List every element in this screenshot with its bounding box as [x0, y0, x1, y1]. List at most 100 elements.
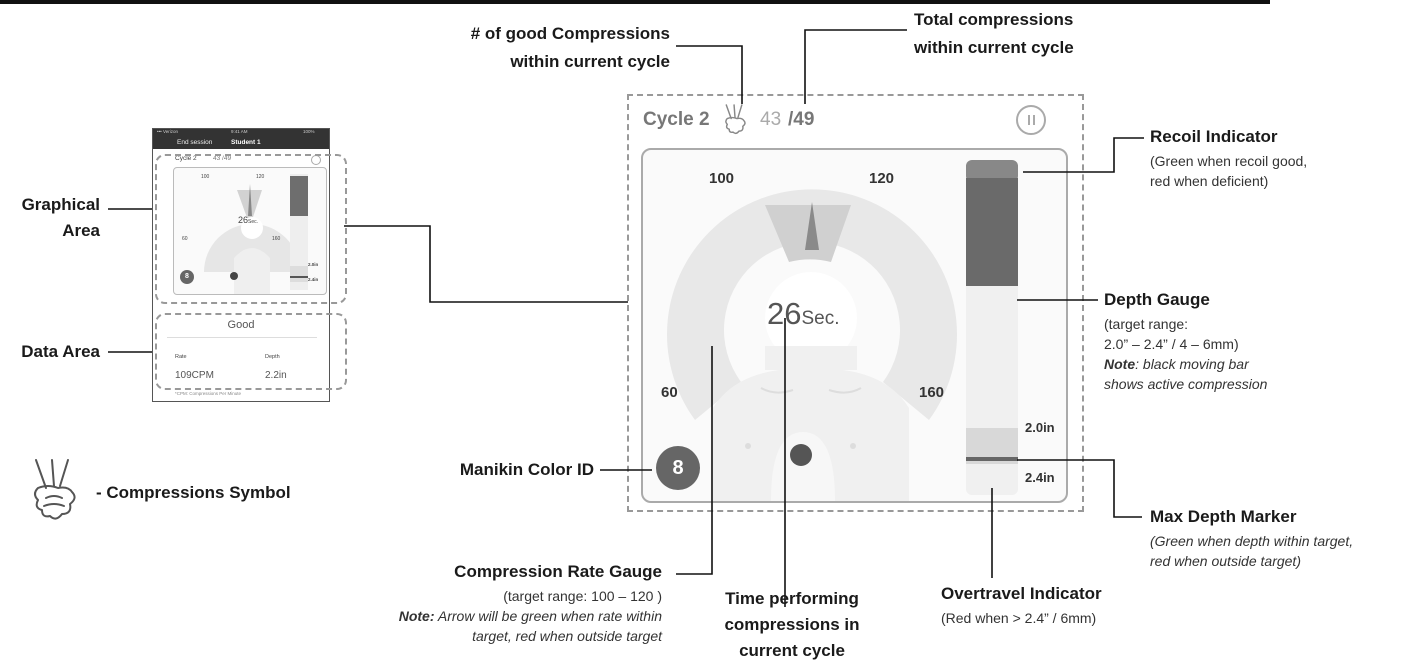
- phone-g60: 60: [182, 236, 188, 242]
- rate-arrow: [805, 202, 819, 250]
- phone-depth2: 2.4in: [308, 277, 319, 282]
- phone-g100: 100: [201, 174, 210, 180]
- phone-rate-value: 109CPM: [175, 370, 214, 381]
- status-time: 9:41 AM: [231, 129, 248, 134]
- time-label-line3: current cycle: [739, 641, 845, 660]
- time-label-line2: compressions in: [724, 615, 860, 634]
- rate-gauge-label: Compression Rate Gauge: [454, 562, 662, 581]
- recoil-desc-line1: (Green when recoil good,: [1150, 153, 1308, 169]
- status-carrier: ••• Verizon: [157, 129, 178, 134]
- depth-desc-line2: 2.0” – 2.4” / 4 – 6mm): [1104, 336, 1239, 352]
- depth-desc-line1: (target range:: [1104, 316, 1189, 332]
- end-session-button[interactable]: End session: [177, 139, 213, 146]
- phone-rate-label: Rate: [175, 354, 187, 360]
- depth-note-text2: shows active compression: [1104, 376, 1268, 392]
- rate-label-60: 60: [661, 384, 678, 401]
- depth-gauge-label: Depth Gauge: [1104, 290, 1210, 309]
- phone-depth-value: 2.2in: [265, 370, 287, 381]
- total-count: /49: [788, 109, 815, 130]
- rate-label-160: 160: [919, 384, 945, 401]
- rate-gauge-arc: [667, 189, 957, 420]
- compressions-symbol-label: - Compressions Symbol: [96, 483, 291, 502]
- rate-note-line2: target, red when outside target: [300, 626, 662, 646]
- rate-label-100: 100: [709, 170, 735, 187]
- phone-time: 26Sec.: [238, 215, 258, 225]
- total-compressions-label: Total compressions within current cycle: [914, 6, 1074, 62]
- max-depth-desc-line2: red when outside target): [1150, 553, 1301, 569]
- time-label-line1: Time performing: [725, 589, 859, 608]
- graphical-area-label: Graphical Area: [0, 192, 100, 244]
- depth-note-line2: shows active compression: [1104, 374, 1267, 394]
- recoil-indicator-desc: (Green when recoil good, red when defici…: [1150, 151, 1307, 191]
- rate-gauge-desc: (target range: 100 – 120 ) Note: Arrow w…: [300, 586, 662, 646]
- total-compressions-line1: Total compressions: [914, 10, 1074, 29]
- depth-label-lower: 2.4in: [1025, 470, 1055, 485]
- phone-mockup: ••• Verizon 9:41 AM 100% End session Stu…: [152, 128, 330, 402]
- phone-depth1: 2.0in: [308, 262, 319, 267]
- depth-note-line1: Note: black moving bar: [1104, 354, 1267, 374]
- rate-note-line1: Note: Arrow will be green when rate with…: [300, 606, 662, 626]
- max-depth-marker: [966, 457, 1018, 461]
- phone-manikin-badge: 8: [180, 270, 194, 284]
- depth-bar: [966, 178, 1018, 286]
- phone-manikin-id: 8: [185, 273, 189, 280]
- time-display: 26Sec.: [767, 296, 840, 332]
- pause-button[interactable]: [1016, 105, 1046, 135]
- cycle-label: Cycle 2: [643, 109, 710, 130]
- rate-note-text2: target, red when outside target: [472, 628, 662, 644]
- compression-point: [790, 444, 812, 466]
- max-depth-label: Max Depth Marker: [1150, 507, 1297, 526]
- time-unit: Sec.: [801, 308, 840, 329]
- good-compressions-label: # of good Compressions within current cy…: [400, 20, 670, 76]
- rate-desc-line: (target range: 100 – 120 ): [503, 588, 662, 604]
- max-depth-desc-line1: (Green when depth within target,: [1150, 533, 1354, 549]
- phone-status-text: Good: [227, 319, 255, 331]
- good-compressions-line2: within current cycle: [510, 52, 670, 71]
- data-area-label: Data Area: [21, 342, 100, 361]
- phone-g160: 160: [272, 236, 281, 242]
- gauge-svg: [667, 160, 1018, 501]
- manikin-color-badge: 8: [656, 446, 700, 490]
- depth-note-label: Note: [1104, 356, 1136, 372]
- recoil-indicator-label: Recoil Indicator: [1150, 127, 1278, 146]
- phone-g120: 120: [256, 174, 265, 180]
- overtravel-desc: (Red when > 2.4” / 6mm): [941, 610, 1097, 626]
- good-compressions-line1: # of good Compressions: [470, 24, 670, 43]
- rate-note-label: Note:: [398, 608, 435, 624]
- depth-gauge-desc: (target range: 2.0” – 2.4” / 4 – 6mm) No…: [1104, 314, 1267, 394]
- graphical-area-box: [155, 154, 347, 304]
- max-depth-desc: (Green when depth within target, red whe…: [1150, 531, 1353, 571]
- depth-label-upper: 2.0in: [1025, 420, 1055, 435]
- phone-gauge-svg: [204, 174, 308, 294]
- graphical-area-line1: Graphical: [21, 195, 100, 214]
- status-battery: 100%: [303, 129, 315, 134]
- good-count: 43: [760, 109, 782, 130]
- recoil-indicator: [966, 160, 1018, 182]
- recoil-desc-line2: red when deficient): [1150, 173, 1269, 189]
- compressions-symbol-icon: [34, 459, 76, 520]
- top-rule: [0, 0, 1270, 4]
- overtravel-label: Overtravel Indicator: [941, 584, 1102, 603]
- compressions-icon: [725, 104, 746, 135]
- graphical-area-line2: Area: [62, 221, 100, 240]
- manikin-color-id-label: Manikin Color ID: [459, 460, 594, 479]
- total-compressions-line2: within current cycle: [914, 38, 1074, 57]
- student-title: Student 1: [231, 139, 261, 146]
- phone-depth-label: Depth: [265, 354, 280, 360]
- large-graphical-panel: 100 120 60 160 26Sec. 2.0in 2.4in 8: [641, 148, 1068, 503]
- pause-icon: [1028, 115, 1030, 125]
- phone-divider: [167, 337, 317, 338]
- depth-note-text1: : black moving bar: [1135, 356, 1249, 372]
- phone-graphical-panel: 100 120 60 160 26Sec. 2.0in 2.4in 8: [173, 167, 327, 295]
- phone-cycle: Cycle 2: [175, 155, 197, 162]
- rate-label-120: 120: [869, 170, 895, 187]
- phone-nav-bar: End session Student 1: [153, 137, 329, 149]
- rate-note-text1: Arrow will be green when rate within: [434, 608, 662, 624]
- phone-time-unit: Sec.: [248, 219, 259, 225]
- time-label: Time performing compressions in current …: [712, 586, 872, 664]
- phone-status-bar: ••• Verizon 9:41 AM 100%: [153, 129, 329, 137]
- phone-time-value: 26: [238, 215, 249, 225]
- data-area-box: [155, 313, 347, 390]
- phone-footnote: *CPM: Compressions Per Minute: [175, 391, 242, 396]
